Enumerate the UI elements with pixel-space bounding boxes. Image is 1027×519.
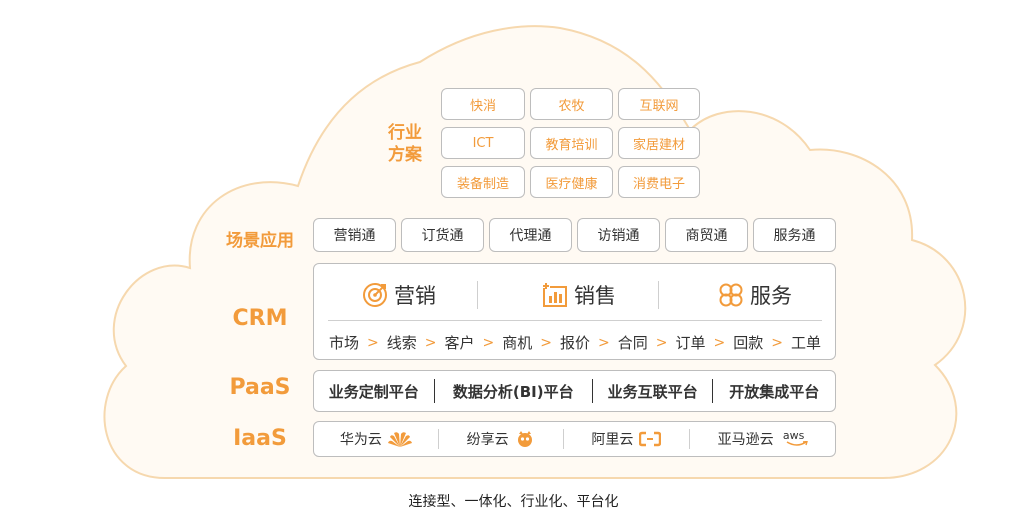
industry-item: 互联网 xyxy=(618,88,700,120)
iaas-label: 纷享云 xyxy=(466,432,509,448)
arrow: > xyxy=(540,334,552,351)
crm-module-sales: 销售 xyxy=(504,278,654,312)
crm-process-steps: 市场 > 线索 > 客户 > 商机 > 报价 > 合同 > 订单 > 回款 > 工单 xyxy=(314,332,836,353)
arrow: > xyxy=(771,334,783,351)
arrow: > xyxy=(598,334,610,351)
fxiaoke-mascot-icon xyxy=(517,431,532,447)
iaas-box: 华为云 纷享云 阿里云 亚马逊云 aws xyxy=(313,421,836,457)
huawei-logo-icon xyxy=(387,432,412,447)
iaas-label: 亚马逊云 xyxy=(717,432,774,448)
paas-item: 业务定制平台 xyxy=(328,382,419,401)
scene-item: 服务通 xyxy=(753,218,836,252)
target-icon xyxy=(363,283,387,307)
bar-chart-icon xyxy=(542,283,567,307)
scene-item: 代理通 xyxy=(489,218,572,252)
paas-item: 业务互联平台 xyxy=(591,379,713,403)
paas-item: 数据分析(BI)平台 xyxy=(433,379,592,403)
crm-module-service: 服务 xyxy=(680,278,830,312)
paas-box: 业务定制平台 数据分析(BI)平台 业务互联平台 开放集成平台 xyxy=(313,370,836,412)
iaas-item: 亚马逊云 aws xyxy=(689,429,835,449)
iaas-label: 华为云 xyxy=(339,432,382,448)
crm-module-label: 销售 xyxy=(574,284,616,308)
industry-item: 装备制造 xyxy=(441,166,525,198)
crm-step: 报价 xyxy=(559,334,590,352)
aliyun-logo-icon xyxy=(639,431,662,447)
paas-item: 开放集成平台 xyxy=(712,379,835,403)
caption: 连接型、一体化、行业化、平台化 xyxy=(408,494,619,510)
scene-item: 商贸通 xyxy=(665,218,748,252)
arrow: > xyxy=(424,334,437,351)
scene-item: 营销通 xyxy=(313,218,396,252)
iaas-item: 阿里云 xyxy=(562,429,690,449)
aws-logo-icon: aws xyxy=(780,429,808,447)
industry-item: 教育培训 xyxy=(530,127,613,159)
arrow: > xyxy=(482,334,495,351)
iaas-label: 阿里云 xyxy=(591,432,634,448)
crm-step: 商机 xyxy=(502,334,533,352)
crm-step: 订单 xyxy=(675,334,706,352)
divider xyxy=(658,281,659,309)
iaas-label: IaaS xyxy=(233,426,287,451)
scene-item: 订货通 xyxy=(401,218,484,252)
aws-logo-text: aws xyxy=(782,429,805,442)
iaas-item: 纷享云 xyxy=(437,429,563,449)
crm-step: 回款 xyxy=(733,334,764,352)
industry-item: 农牧 xyxy=(530,88,613,120)
crm-label: CRM xyxy=(232,306,288,331)
scene-item: 访销通 xyxy=(577,218,660,252)
industry-item: 消费电子 xyxy=(618,166,700,198)
crm-step: 线索 xyxy=(386,334,417,352)
divider xyxy=(477,281,478,309)
industry-solutions-label: 行业 方案 xyxy=(388,123,422,165)
crm-module-label: 服务 xyxy=(750,284,792,308)
crm-divider xyxy=(328,320,822,321)
industry-item: 家居建材 xyxy=(618,127,700,159)
arrow: > xyxy=(713,334,726,351)
crm-step: 市场 xyxy=(328,334,359,352)
crm-step: 合同 xyxy=(617,334,648,352)
crm-step: 客户 xyxy=(444,334,475,352)
industry-item: 医疗健康 xyxy=(530,166,613,198)
aws-smile-icon xyxy=(786,441,808,446)
clover-icon xyxy=(719,283,743,307)
industry-item: 快消 xyxy=(441,88,525,120)
scene-applications-label: 场景应用 xyxy=(226,231,294,251)
industry-item: ICT xyxy=(441,127,525,159)
crm-module-marketing: 营销 xyxy=(324,278,474,312)
paas-label: PaaS xyxy=(229,375,291,400)
crm-module-label: 营销 xyxy=(394,284,436,308)
arrow: > xyxy=(367,334,379,351)
iaas-item: 华为云 xyxy=(314,422,438,456)
crm-step: 工单 xyxy=(790,334,821,352)
arrow: > xyxy=(655,334,668,351)
crm-box: 营销 销售 服务 市场 > 线索 > 客户 > 商机 > 报价 > 合同 > 订单 > 回款 > xyxy=(313,263,836,360)
